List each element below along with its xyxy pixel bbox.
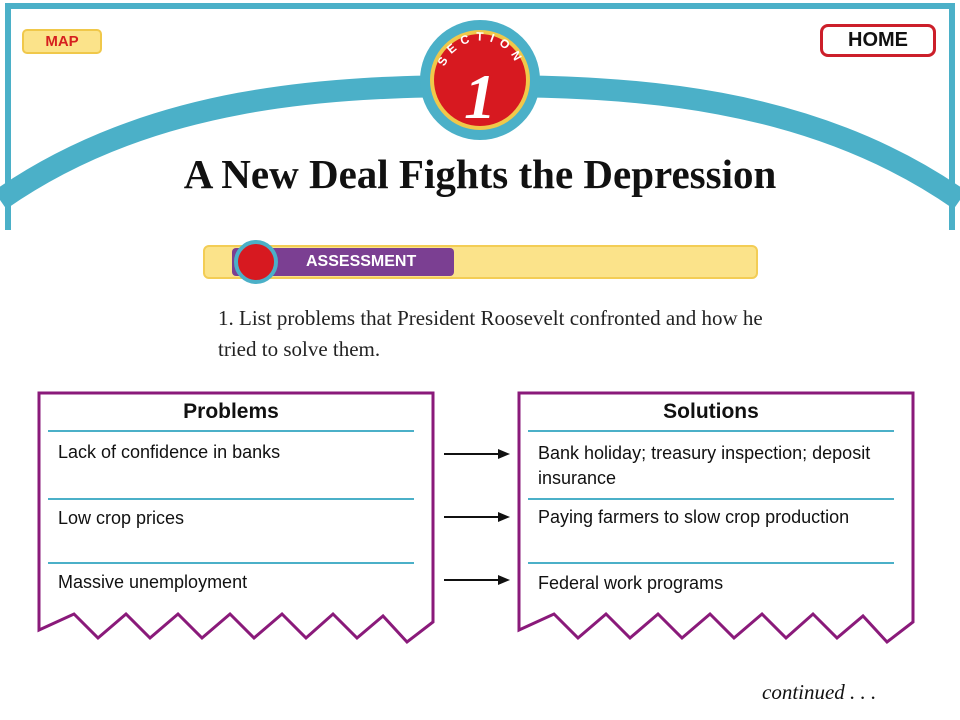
- solutions-row-rule: [528, 498, 894, 500]
- problems-row-rule: [48, 498, 414, 500]
- home-button-label: HOME: [848, 29, 908, 51]
- question-text: 1. List problems that President Roosevel…: [218, 306, 763, 361]
- solution-item: Federal work programs: [538, 573, 724, 593]
- solutions-header: Solutions: [663, 400, 759, 423]
- problems-row-rule: [48, 562, 414, 564]
- map-button[interactable]: MAP: [22, 29, 102, 54]
- arrow-right-icon: [444, 575, 510, 585]
- section-number: 1: [464, 61, 496, 132]
- solutions-row-rule: [528, 562, 894, 564]
- solution-item: Paying farmers to slow crop production: [538, 507, 850, 527]
- problems-panel-frame: [37, 391, 435, 645]
- problem-item: Low crop prices: [58, 508, 185, 528]
- problem-item: Massive unemployment: [58, 572, 248, 592]
- arrow-right-icon: [444, 449, 510, 459]
- section-badge: SECTION 1: [420, 20, 540, 140]
- map-button-label: MAP: [45, 33, 79, 50]
- assessment-dot-icon: [234, 240, 278, 284]
- problem-item: Lack of confidence in banks: [58, 442, 281, 462]
- home-button[interactable]: HOME: [820, 24, 936, 57]
- problems-header: Problems: [183, 400, 279, 423]
- solutions-header-rule: [528, 430, 894, 432]
- solutions-panel-frame: [517, 391, 915, 645]
- arrows: [444, 449, 510, 585]
- page-title: A New Deal Fights the Depression: [183, 151, 777, 197]
- assessment-label: ASSESSMENT: [306, 253, 417, 270]
- problems-header-rule: [48, 430, 414, 432]
- arrow-right-icon: [444, 512, 510, 522]
- continued-label: continued . . .: [762, 680, 877, 704]
- solution-item: Bank holiday; treasury inspection; depos…: [538, 443, 871, 488]
